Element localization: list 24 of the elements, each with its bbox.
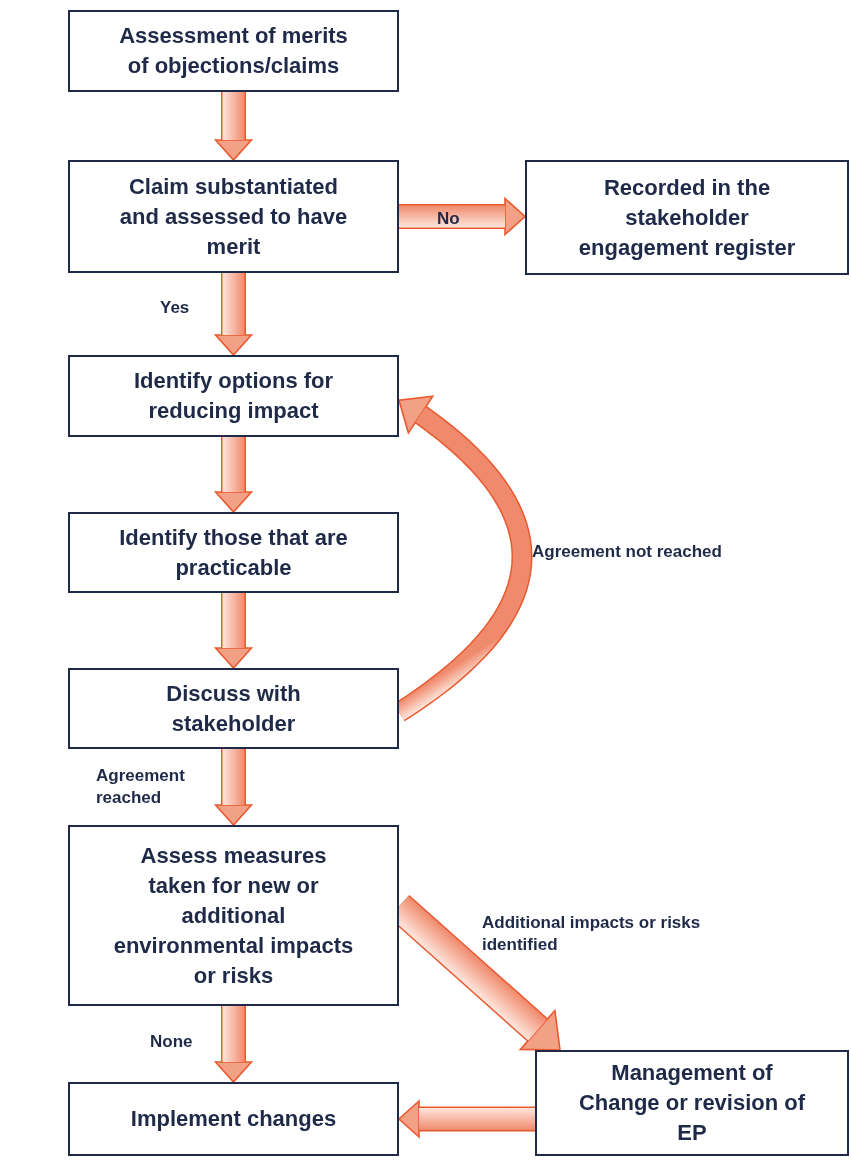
box-text: Identify options for reducing impact — [132, 367, 335, 425]
edge-label: Agreement reached — [96, 765, 186, 809]
process-box — [68, 668, 399, 749]
edge-label: Agreement not reached — [532, 541, 723, 563]
process-box — [68, 10, 399, 92]
process-box — [535, 1050, 849, 1156]
box-text: Implement changes — [130, 1105, 337, 1133]
box-text: Claim substantiated and assessed to have merit — [118, 172, 349, 261]
process-box — [68, 1082, 399, 1156]
process-box — [525, 160, 849, 275]
box-text: Discuss with stakeholder — [165, 679, 302, 738]
edge-label: None — [150, 1031, 194, 1053]
box-text: Identify those that are practicable — [118, 523, 349, 582]
process-box — [68, 160, 399, 273]
edge-label: Additional impacts or risks identified — [482, 912, 702, 956]
edge-label: Yes — [160, 297, 191, 319]
box-text: Assessment of merits of objections/claims — [118, 22, 349, 80]
box-text: Recorded in the stakeholder engagement register — [577, 173, 797, 262]
box-text: Management of Change or revision of EP — [577, 1059, 807, 1147]
box-text: Assess measures taken for new or additional environmental impacts or risks — [112, 841, 355, 990]
process-box — [68, 512, 399, 593]
process-box — [68, 825, 399, 1006]
process-box — [68, 355, 399, 437]
edge-label: No — [437, 208, 461, 230]
